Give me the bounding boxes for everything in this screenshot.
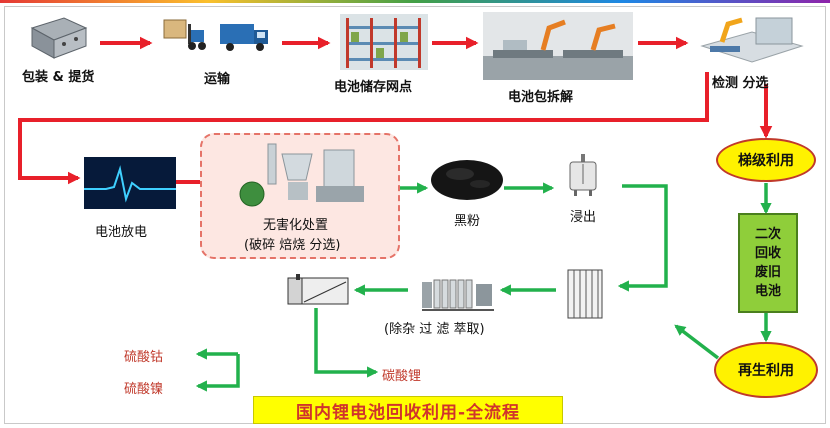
regen-use-oval: 再生利用 (714, 342, 818, 398)
crushing-plant-image (232, 140, 374, 210)
label-cobalt-sulfate: 硫酸钴 (124, 350, 164, 365)
inspection-machine-image (692, 12, 810, 68)
discharge-image (84, 157, 176, 209)
label-inspect: 检测 分选 (712, 76, 769, 91)
arrow-reactor-products (314, 308, 379, 378)
arrow-leach-tank (617, 184, 668, 292)
label-harmless-line2: (破碎 焙烧 分选) (244, 238, 341, 253)
label-leaching: 浸出 (570, 210, 597, 225)
top-color-bar (0, 0, 830, 3)
label-harmless-line1: 无害化处置 (263, 218, 329, 233)
label-used-battery: 二次回收废旧电池 (754, 227, 781, 299)
process-title-banner: 国内锂电池回收利用-全流程 (253, 396, 563, 424)
label-purify: (除杂 过 滤 萃取) (384, 322, 485, 337)
forklift-truck-image (160, 16, 274, 54)
dismantle-line-image (483, 12, 633, 80)
filter-press-image (420, 274, 496, 314)
label-dismantle: 电池包拆解 (508, 90, 574, 105)
package-box-image (24, 14, 92, 60)
label-cascade: 梯级利用 (738, 153, 794, 169)
reactor-vessel-image (286, 274, 350, 308)
label-lithium-carbonate: 碳酸锂 (382, 369, 422, 384)
arrow-regen-tank (674, 324, 720, 360)
leaching-tank-image (566, 154, 600, 196)
label-packaging: 包装 & 提货 (22, 70, 95, 85)
label-transport: 运输 (204, 72, 231, 87)
arrow-to-nickel (195, 354, 240, 392)
black-powder-image (430, 152, 504, 200)
label-regen: 再生利用 (738, 363, 794, 379)
label-black-powder: 黑粉 (454, 214, 481, 229)
warehouse-image (340, 14, 428, 70)
label-nickel-sulfate: 硫酸镍 (124, 382, 164, 397)
label-storage: 电池储存网点 (334, 80, 413, 95)
used-battery-box: 二次回收废旧电池 (738, 213, 798, 313)
arrow-inspect-discharge (18, 72, 709, 185)
label-discharge: 电池放电 (95, 225, 148, 240)
settling-tank-image (566, 268, 604, 320)
cascade-use-oval: 梯级利用 (716, 138, 816, 182)
